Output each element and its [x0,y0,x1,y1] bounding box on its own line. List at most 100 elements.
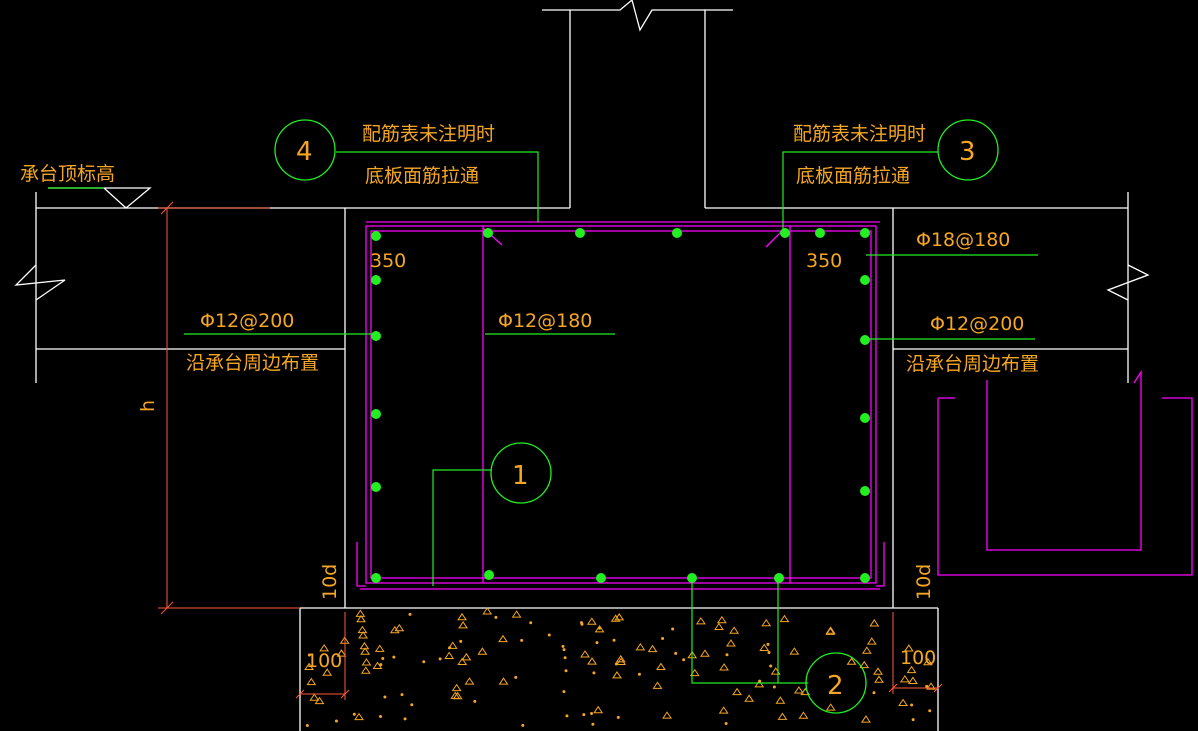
note-right-line1: 配筋表未注明时 [793,123,926,145]
aggregate-dot [910,703,914,707]
aggregate-mark [374,644,385,652]
aggregate-mark [635,642,646,651]
aggregate-mark [729,626,740,634]
aggregate-dot [520,638,524,642]
aggregate-dot [725,653,729,657]
rebar-side-left-label: Φ12@200 [200,310,294,332]
aggregate-dot [334,719,338,723]
leader-1 [432,469,492,586]
callout-circle-4 [274,119,336,181]
aggregate-dot [379,714,383,718]
aggregate-mark [450,691,461,699]
aggregate-mark [798,711,809,719]
callout-circle-1 [490,442,552,504]
aggregate-mark [354,712,364,721]
aggregate-mark [580,650,590,658]
aggregate-mark [907,676,918,684]
aggregate-dot [928,709,932,713]
bedding-aggregate [304,607,936,728]
rebar-dot [575,228,585,238]
dim-h-tick-top [160,201,174,215]
aggregate-mark [869,619,880,627]
rebar-dot [815,228,825,238]
aggregate-mark [358,631,369,639]
aggregate-dot [758,679,762,683]
aggregate-dot [565,714,569,718]
aggregate-mark [594,624,605,633]
leader-4 [336,151,539,222]
aggregate-mark [314,696,325,705]
aggregate-mark [360,666,371,674]
aggregate-dot [766,642,770,646]
aggregate-dot [381,656,385,660]
callout-number-1: 1 [512,461,529,491]
aggregate-dot [769,664,773,668]
callout-circles [274,119,999,714]
aggregate-mark [846,657,857,665]
note-right-line2: 底板面筋拉通 [796,165,910,187]
aggregate-dot [352,712,356,716]
anchor-left-dim: 10d [319,564,341,600]
aggregate-dot [590,711,594,715]
aggregate-mark [732,687,742,696]
note-left-line1: 配筋表未注明时 [362,123,495,145]
rebar-dot [860,573,870,583]
adjacent-pit-inner [986,369,1142,551]
aggregate-dot [724,722,728,726]
rebar-dots [371,228,870,583]
aggregate-dot [682,658,686,662]
aggregate-mark [695,616,706,625]
note-left-line2: 底板面筋拉通 [365,165,479,187]
callout-circle-2 [805,652,867,714]
aggregate-mark [306,677,317,686]
aggregate-mark [359,641,370,650]
cover-right-dim: 350 [806,250,842,272]
aggregate-dot [562,690,566,694]
aggregate-dot [400,693,404,697]
aggregate-mark [652,681,663,689]
aggregate-dot [563,656,567,660]
rebar-dot [371,231,381,241]
aggregate-dot [674,651,678,655]
aggregate-mark [726,639,736,647]
aggregate-mark [898,698,909,706]
aggregate-mark [498,634,508,643]
aggregate-dot [591,722,595,726]
aggregate-mark [775,696,786,704]
anchor-hook-left [356,542,366,587]
aggregate-dot [305,724,309,728]
aggregate-mark [662,711,672,719]
aggregate-mark [457,612,467,621]
adjacent-pit-outer [937,397,1193,576]
aggregate-mark [457,657,468,666]
callout-circle-3 [937,119,999,181]
rebar-dot [371,409,381,419]
rebar-dot [860,486,870,496]
aggregate-dot [661,637,665,641]
rebar-dot [371,275,381,285]
aggregate-mark [777,712,788,720]
perimeter-right-label: 沿承台周边布置 [906,353,1039,375]
aggregate-mark [793,686,804,694]
aggregate-dot [422,660,426,664]
aggregate-mark [779,614,790,623]
rebar-top-right-label: Φ18@180 [916,229,1010,251]
aggregate-mark [716,615,727,624]
rebar-dot [774,573,784,583]
aggregate-dot [562,648,566,652]
aggregate-mark [356,614,366,623]
aggregate-mark [587,657,597,665]
rebar-dot [596,573,606,583]
aggregate-dot [529,621,533,625]
aggregate-mark [612,671,622,679]
aggregate-mark [322,668,333,676]
aggregate-mark [616,657,627,666]
aggregate-dot [547,633,551,637]
rebar-dot [371,482,381,492]
aggregate-dot [767,651,771,655]
rebar-dot [371,573,381,583]
aggregate-mark [593,705,604,714]
rebar-middle-label: Φ12@180 [498,310,592,332]
rebar-dot [860,335,870,345]
